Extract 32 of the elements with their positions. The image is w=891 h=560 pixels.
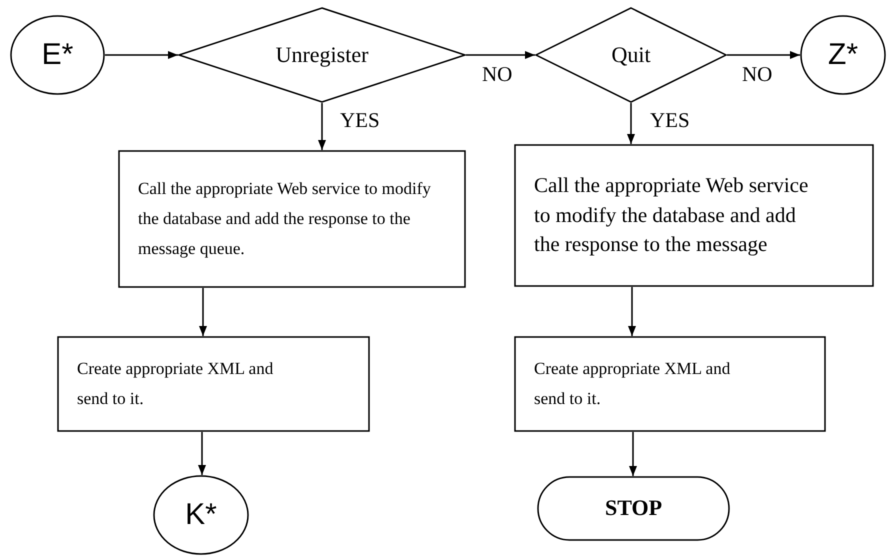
edge-label: NO	[742, 62, 772, 87]
arrow	[466, 51, 535, 59]
edge-label: YES	[650, 108, 690, 133]
arrow	[727, 51, 800, 59]
arrow	[198, 432, 206, 475]
edge-label: YES	[340, 108, 380, 133]
edge-label: NO	[482, 62, 512, 87]
arrow	[628, 287, 636, 336]
node-text: Call the appropriate Web service to modify the database and add the response to the message queue.	[138, 178, 432, 260]
arrow	[627, 103, 635, 144]
connector-circle	[10, 15, 105, 95]
connector-circle	[153, 475, 249, 555]
arrow	[105, 51, 178, 59]
node-text: E*	[42, 37, 74, 73]
process-box	[514, 144, 874, 287]
arrow	[629, 432, 637, 476]
process-box	[514, 336, 826, 432]
node-text: Unregister	[276, 42, 368, 68]
node-text: Create appropriate XML and send to it.	[534, 358, 732, 410]
process-box	[118, 150, 466, 288]
node-text: K*	[185, 497, 217, 533]
node-text: Z*	[828, 37, 858, 73]
arrow	[199, 288, 207, 336]
connector-circle	[800, 15, 886, 95]
decision-diamond	[178, 7, 466, 103]
node-text: Quit	[611, 42, 651, 68]
decision-diamond	[535, 7, 727, 103]
node-text: Call the appropriate Web service to modify the database and add the response to the message	[534, 172, 810, 258]
node-text: STOP	[604, 495, 662, 522]
arrow	[318, 103, 326, 150]
process-box	[57, 336, 370, 432]
node-text: Create appropriate XML and send to it.	[77, 358, 274, 410]
